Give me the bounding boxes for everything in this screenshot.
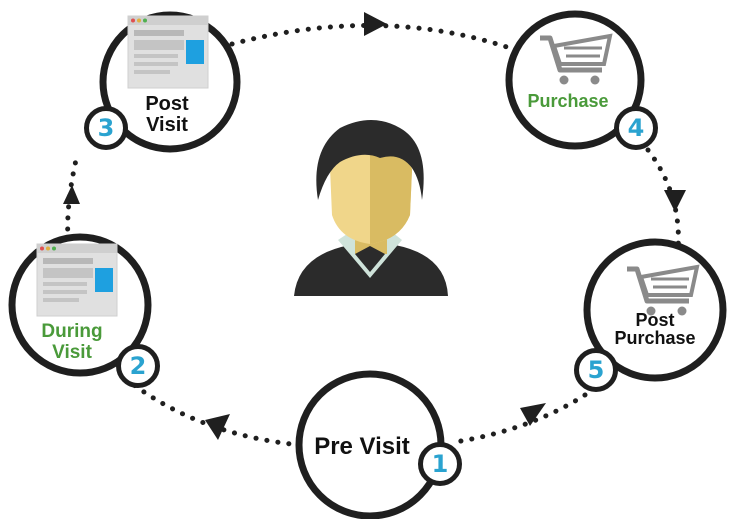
stage-label-purchase: Purchase <box>498 91 638 111</box>
arrowhead-down <box>664 190 686 212</box>
shopping-cart-icon <box>540 33 613 85</box>
arrowhead-right <box>364 12 387 36</box>
stage-number-badge: 5 <box>574 348 618 392</box>
browser-window-icon <box>127 15 209 89</box>
stage-label-line: Visit <box>146 114 188 136</box>
stage-label-pre-visit: Pre Visit <box>292 434 432 460</box>
shopping-cart-icon <box>627 264 700 316</box>
stage-number: 2 <box>129 352 147 380</box>
user-avatar-icon <box>294 120 448 296</box>
stage-number-badge: 1 <box>418 442 462 486</box>
arrowhead-up <box>63 185 80 204</box>
stage-number: 4 <box>627 114 645 142</box>
stage-number: 1 <box>431 450 449 478</box>
arrowheads <box>63 12 686 440</box>
stage-label-line: Post <box>145 93 189 115</box>
browser-window-icon <box>36 243 118 317</box>
stage-label-line: During <box>41 321 103 342</box>
stage-label-line: Visit <box>52 342 92 363</box>
stage-number-badge: 3 <box>84 106 128 150</box>
stage-number: 5 <box>587 356 605 384</box>
arrowhead-left-lower-left <box>205 414 230 440</box>
stage-number-badge: 4 <box>614 106 658 150</box>
stage-label-line: Purchase <box>614 328 696 348</box>
stage-label-line: Purchase <box>527 91 609 111</box>
stage-number-badge: 2 <box>116 344 160 388</box>
stage-label-line: Post <box>635 310 675 330</box>
connector-post-purchase-to-pre-visit <box>452 392 588 445</box>
connector-pre-visit-to-during-visit <box>127 379 303 448</box>
arrowhead-left-lower-right <box>520 403 546 426</box>
stage-number: 3 <box>97 114 115 142</box>
stage-label-line: Pre Visit <box>314 433 410 460</box>
